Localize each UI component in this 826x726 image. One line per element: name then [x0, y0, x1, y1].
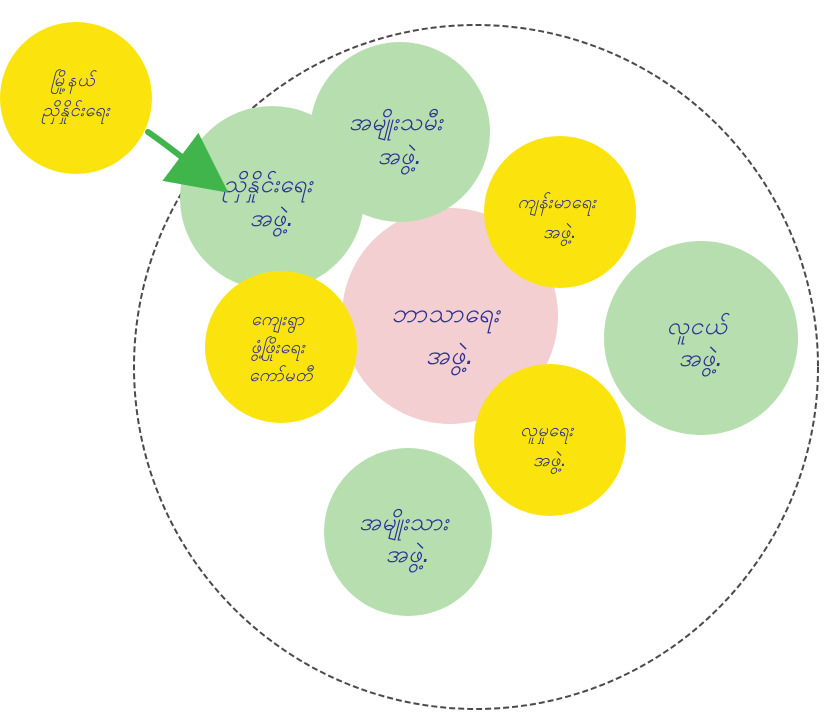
- top-left-outside-line-2: ညှိနှိုင်းရေး: [41, 100, 111, 124]
- svg-text:ဘာသာရေး အဖွဲ့.: ဘာသာရေး အဖွဲ့.: [391, 299, 508, 376]
- top-left-outside-node: မြို့နယ် ညှိနှိုင်းရေး: [0, 22, 152, 174]
- svg-text:အမျိုးသမီး အဖွဲ့.: အမျိုးသမီး အဖွဲ့.: [349, 108, 451, 175]
- connection-arrow: [145, 129, 229, 193]
- lower-right-line-2: အဖွဲ့.: [533, 450, 567, 474]
- left-node: ကျေးရွာ ဖွံ့ဖြိုးရေး ကော်မတီ: [205, 271, 357, 423]
- right-line-2: အဖွဲ့.: [679, 344, 724, 377]
- bottom-node: အမျိုးသား အဖွဲ့.: [324, 448, 492, 616]
- svg-text:လူမှုရေး အဖွဲ့.: လူမှုရေး အဖွဲ့.: [520, 420, 580, 474]
- right-node: လူငယ် အဖွဲ့.: [604, 241, 798, 435]
- svg-text:ကျေးရွာ ဖွံ့ဖြိုးရေး: ကျေးရွာ ဖွံ့ဖြိုးရေး ကော်မတီ: [249, 309, 315, 386]
- center-line-2: အဖွဲ့.: [426, 341, 475, 376]
- upper-left-line-2: အဖွဲ့.: [250, 204, 295, 237]
- svg-text:ညှိနှိုင်းရေး အဖွဲ့.: ညှိနှိုင်းရေး အဖွဲ့.: [222, 170, 321, 237]
- svg-text:လူငယ် အဖွဲ့.: လူငယ် အဖွဲ့.: [667, 312, 736, 377]
- left-line-3: ကော်မတီ: [249, 365, 315, 386]
- upper-right-line-1: ကျန်းမာရေး: [518, 192, 598, 216]
- svg-text:မြို့နယ် ညှိနှိုင်းရေး: မြို့နယ် ညှိနှိုင်းရေး: [41, 69, 111, 124]
- top-left-outside-line-1: မြို့နယ်: [51, 69, 98, 94]
- upper-left-line-1: ညှိနှိုင်းရေး: [222, 170, 314, 203]
- svg-text:ကျန်းမာရေး အဖွဲ့.: ကျန်းမာရေး အဖွဲ့.: [518, 192, 603, 246]
- outer-circle: [133, 24, 819, 710]
- upper-right-line-2: အဖွဲ့.: [543, 222, 577, 246]
- top-center-line-2: အဖွဲ့.: [378, 142, 423, 175]
- right-line-1: လူငယ်: [667, 312, 731, 345]
- left-line-1: ကျေးရွာ: [251, 309, 305, 333]
- top-center-node: အမျိုးသမီး အဖွဲ့.: [310, 42, 490, 222]
- lower-right-node: လူမှုရေး အဖွဲ့.: [474, 364, 626, 516]
- lower-right-line-1: လူမှုရေး: [520, 420, 574, 444]
- svg-text:အမျိုးသား အဖွဲ့.: အမျိုးသား အဖွဲ့.: [359, 508, 457, 573]
- upper-right-node: ကျန်းမာရေး အဖွဲ့.: [484, 136, 636, 288]
- bottom-line-1: အမျိုးသား: [359, 508, 450, 541]
- top-center-line-1: အမျိုးသမီး: [349, 108, 444, 141]
- bottom-line-2: အဖွဲ့.: [386, 540, 431, 573]
- center-line-1: ဘာသာရေး: [391, 299, 502, 334]
- left-line-2: ဖွံ့ဖြိုးရေး: [251, 336, 306, 361]
